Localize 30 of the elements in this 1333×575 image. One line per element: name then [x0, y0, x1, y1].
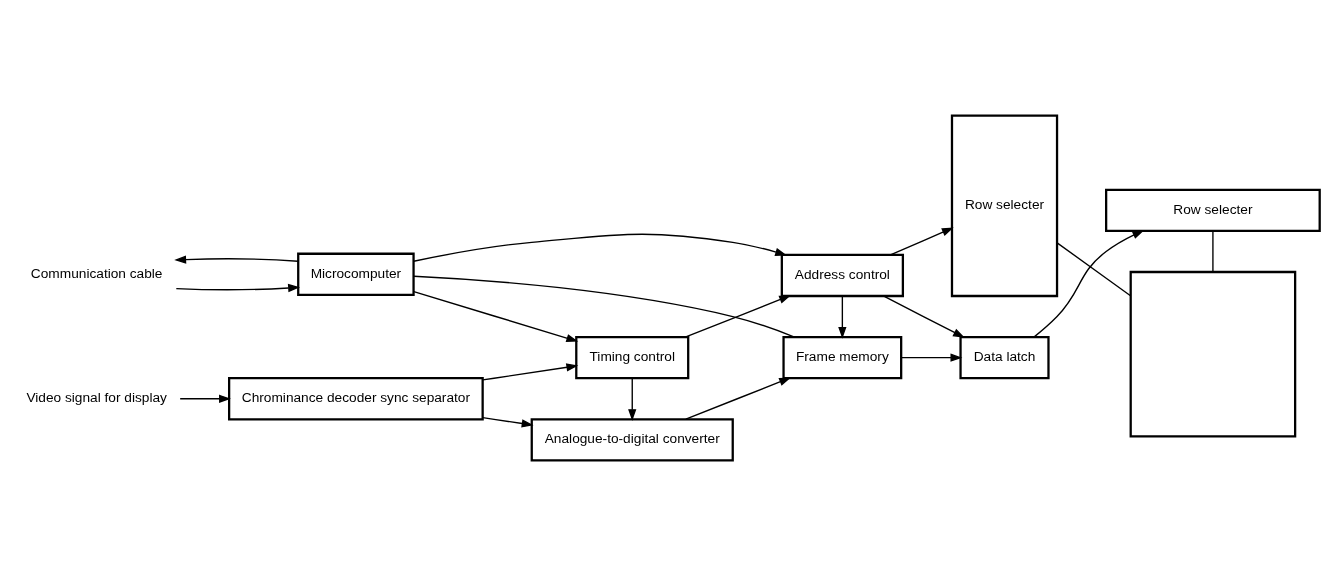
node-box: Microcomputer	[297, 252, 415, 296]
node-box: Address control	[780, 253, 904, 297]
connector	[1212, 229, 1214, 272]
arrow	[883, 295, 965, 338]
node-box: Data latch	[959, 335, 1050, 379]
arrow	[685, 294, 792, 338]
node-box: Timing control	[575, 335, 690, 379]
node-text: Communication cable	[30, 265, 163, 281]
arrow	[482, 362, 579, 381]
arrow	[628, 377, 637, 421]
arrow	[175, 283, 300, 292]
arrow	[838, 294, 847, 339]
arrow	[1033, 229, 1145, 338]
node-box	[1129, 270, 1297, 438]
node-box: Row selecter	[1105, 188, 1321, 232]
node-box: Row selecter	[950, 113, 1059, 297]
arrow	[685, 377, 792, 420]
arrow	[890, 226, 954, 255]
arrow	[413, 233, 788, 262]
node-box: Frame memory	[782, 335, 903, 379]
arrow	[900, 353, 963, 362]
node-text: Video signal for display	[26, 389, 167, 405]
node-box: Chrominance decoder sync separator	[228, 376, 484, 420]
connector	[1056, 241, 1132, 296]
arrow	[482, 416, 534, 428]
arrow	[413, 290, 579, 342]
arrow	[179, 394, 231, 403]
connector	[413, 275, 796, 338]
node-box: Analogue-to-digital converter	[530, 417, 734, 462]
arrow	[174, 254, 299, 264]
